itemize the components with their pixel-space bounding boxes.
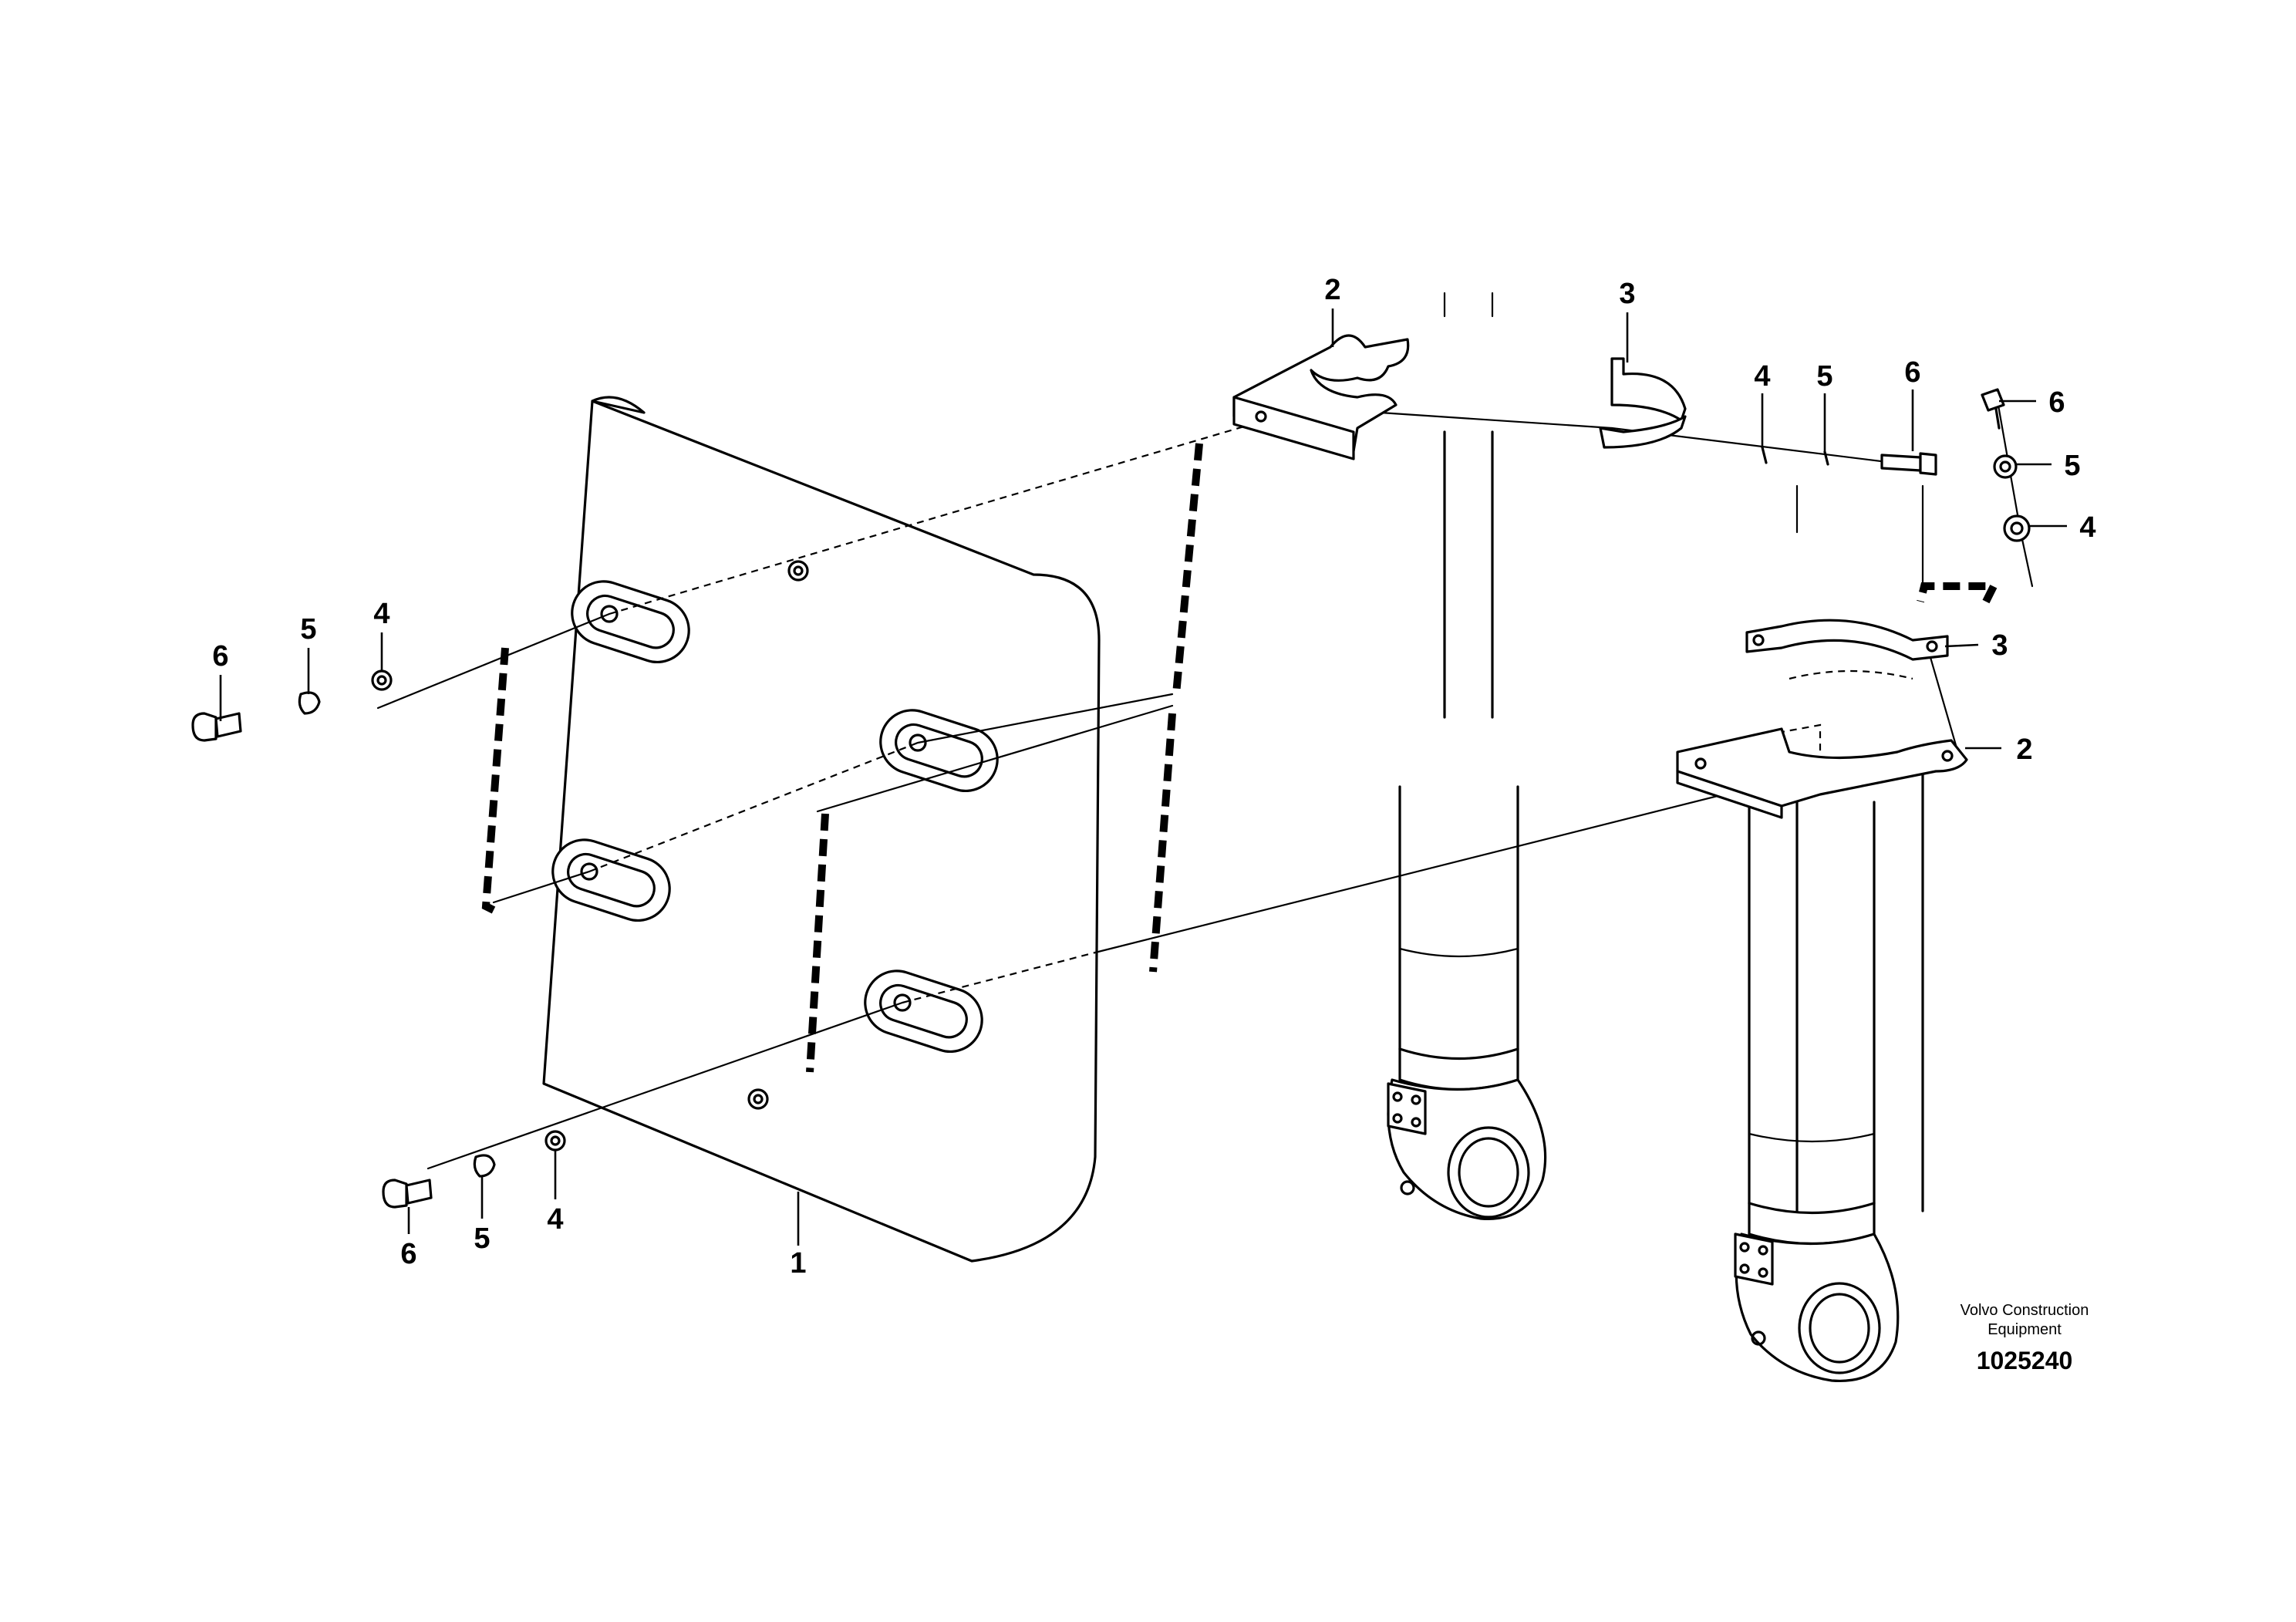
callout-4-right: 4	[2079, 511, 2095, 544]
callout-6-right: 6	[2048, 386, 2065, 419]
callout-4-left-upper: 4	[373, 598, 389, 630]
spring-washer-right	[1993, 454, 2018, 479]
screw-left-lower	[382, 1179, 433, 1209]
hydraulic-cylinder-right	[1734, 484, 1924, 1383]
callout-2-right: 2	[2016, 733, 2032, 766]
hydraulic-cylinder-left	[1387, 292, 1547, 1221]
washer-left-upper	[371, 669, 393, 691]
callout-3-right: 3	[1991, 629, 2008, 662]
callout-labels: 1 2 2 3 3 4 5 6 6 5 4 6 5 4 6 5 4	[212, 274, 2095, 1280]
slot-middle-left	[551, 838, 671, 922]
callout-6-left-upper: 6	[212, 640, 228, 673]
callout-3-upper: 3	[1619, 278, 1635, 310]
spring-washer-upper-clamp	[1823, 450, 1829, 466]
bracket-upper	[1232, 334, 1410, 460]
washer-right	[2003, 514, 2031, 542]
slot-upper-left	[571, 580, 690, 664]
callout-4-upper-clamp: 4	[1754, 360, 1770, 393]
clamp-upper	[1599, 357, 1687, 449]
callout-5-upper-clamp: 5	[1816, 360, 1832, 393]
callout-2-upper: 2	[1324, 274, 1340, 306]
credit-line-1: Volvo Construction	[1961, 1302, 2089, 1319]
figure-number: 1025240	[1977, 1347, 2073, 1374]
bracket-lower	[1676, 727, 1968, 819]
figure-credit: Volvo Construction Equipment 1025240	[1961, 1302, 2089, 1374]
washer-left-lower	[544, 1130, 566, 1152]
callout-1: 1	[790, 1247, 806, 1280]
washer-upper-clamp	[1761, 446, 1768, 464]
screw-left-upper	[191, 712, 242, 742]
screw-right	[1981, 388, 2005, 430]
callout-4-left-lower: 4	[547, 1203, 563, 1236]
clamp-lower	[1745, 619, 1949, 661]
callout-leaders	[219, 309, 2067, 1246]
callout-6-left-lower: 6	[400, 1238, 416, 1270]
slot-middle-right	[879, 709, 999, 793]
callout-5-left-upper: 5	[300, 613, 316, 646]
callout-5-right: 5	[2064, 450, 2080, 482]
spring-washer-left-lower	[473, 1154, 496, 1178]
credit-line-2: Equipment	[1988, 1321, 2062, 1338]
callout-6-upper-clamp: 6	[1904, 356, 1920, 389]
assembly-lines	[376, 400, 2034, 1170]
slot-lower-right	[864, 969, 983, 1054]
spring-washer-left-upper	[298, 691, 321, 715]
screw-upper-clamp	[1880, 452, 1937, 476]
callout-5-left-lower: 5	[474, 1222, 490, 1255]
